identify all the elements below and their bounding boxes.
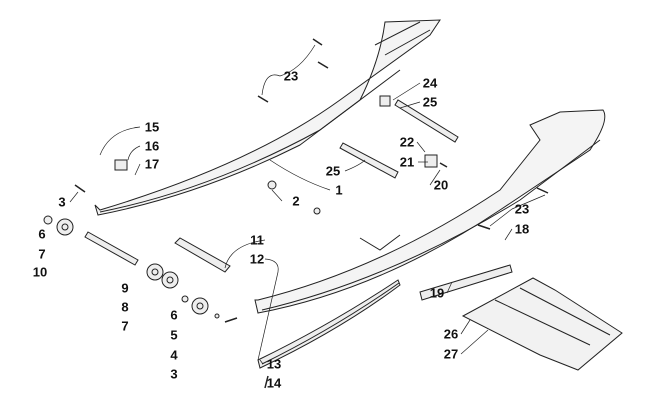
wheels [43,95,513,319]
callout-label: 3 [58,194,66,210]
callout-label: 13 [266,356,282,372]
callout-label: 23 [283,68,299,84]
left-rail [94,19,441,216]
callout-label: 20 [433,177,449,193]
callout-label: 6 [170,307,178,323]
callout-label: 11 [250,232,264,248]
callout-label: 23 [514,201,530,217]
callout-label: 2 [292,193,300,209]
callout-label: 25 [422,94,438,110]
bolts [74,38,549,389]
callout-label: 26 [443,326,459,342]
callout-label: 14 [266,375,282,391]
callout-label: 27 [443,346,459,362]
callout-label: 15 [144,119,160,135]
callout-label: 18 [514,221,530,237]
track [461,277,623,371]
callout-label: 25 [325,163,341,179]
right-rail [254,109,606,314]
callout-label: 22 [399,134,415,150]
callout-label: 17 [144,156,160,172]
slide [257,279,401,369]
callout-label: 6 [38,226,46,242]
callout-label: 24 [422,75,438,91]
callout-label: 3 [170,366,178,382]
callout-label: 9 [121,280,129,296]
callout-label: 16 [144,138,160,154]
callout-label: 10 [32,264,48,280]
leader-lines [69,44,546,365]
callout-label: 1 [335,182,343,198]
callout-label: 12 [249,251,265,267]
callout-label: 7 [38,246,46,262]
callout-label: 5 [170,327,178,343]
shafts [84,99,459,273]
callout-label: 19 [429,285,445,301]
callout-label: 21 [399,154,415,170]
callout-label: 4 [170,347,178,363]
callout-label: 7 [121,318,129,334]
callout-label: 8 [121,299,129,315]
